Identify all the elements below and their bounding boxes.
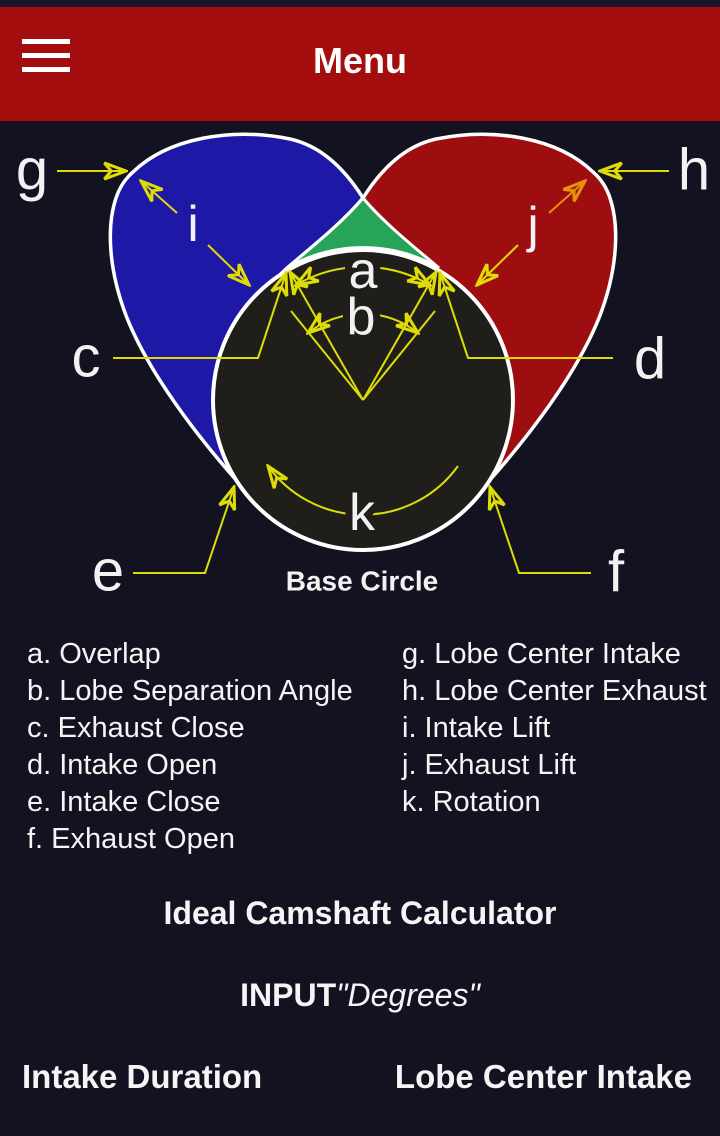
- legend-item-e: e. Intake Close: [27, 786, 221, 818]
- arrow-j-exhaust-lift-upper: [548, 181, 585, 214]
- marker-letter-f: f: [608, 540, 625, 605]
- arrow-c-exhaust-close: [113, 273, 286, 359]
- hamburger-menu-icon[interactable]: [22, 39, 72, 83]
- fan-line-intake-axis: [290, 310, 364, 401]
- marker-letter-g: g: [16, 138, 48, 203]
- fan-line-right-flank: [362, 272, 436, 401]
- marker-letter-d: d: [634, 327, 666, 392]
- arrow-j-exhaust-lift-lower: [477, 244, 519, 285]
- legend-item-h: h. Lobe Center Exhaust: [402, 675, 707, 707]
- legend-item-i: i. Intake Lift: [402, 712, 551, 744]
- marker-letter-b: b: [347, 288, 376, 346]
- marker-letter-j: j: [525, 197, 538, 253]
- input-unit-label: "Degrees": [336, 977, 480, 1013]
- marker-letter-i: i: [187, 196, 198, 252]
- legend-item-k: k. Rotation: [402, 786, 541, 818]
- arrow-i-intake-lift-upper: [141, 181, 178, 214]
- annotation-arrow-orange: [548, 181, 585, 214]
- legend-item-a: a. Overlap: [27, 638, 161, 670]
- arc-a-overlap: [296, 265, 430, 285]
- status-bar: [0, 0, 720, 7]
- legend-item-c: c. Exhaust Close: [27, 712, 245, 744]
- overlap-shape: [286, 195, 440, 270]
- marker-letter-c: c: [72, 325, 101, 390]
- legend-left-column: a. Overlap b. Lobe Separation Angle c. E…: [27, 636, 353, 858]
- marker-letter-e: e: [92, 539, 124, 604]
- legend-item-g: g. Lobe Center Intake: [402, 638, 681, 670]
- arc-k-rotation: [268, 466, 459, 516]
- marker-letter-h: h: [678, 138, 710, 203]
- lobe-center-intake-label: Lobe Center Intake: [394, 1058, 692, 1095]
- calculator-title: Ideal Camshaft Calculator: [163, 895, 557, 931]
- legend-item-b: b. Lobe Separation Angle: [27, 675, 353, 707]
- arrow-i-intake-lift-lower: [207, 244, 249, 285]
- input-section-header: INPUT"Degrees": [0, 977, 720, 1014]
- input-label: INPUT: [240, 977, 337, 1013]
- legend-item-j: j. Exhaust Lift: [402, 749, 577, 781]
- base-circle-caption: Base Circle: [286, 566, 439, 597]
- marker-letter-k: k: [349, 484, 376, 542]
- app-bar: Menu: [0, 7, 720, 121]
- marker-letter-a: a: [349, 242, 378, 300]
- legend-item-d: d. Intake Open: [27, 749, 218, 781]
- arrow-e-intake-close: [133, 487, 234, 574]
- page-title: Menu: [313, 40, 407, 81]
- legend-item-f: f. Exhaust Open: [27, 823, 235, 855]
- cam-lobe-diagram: g h c d e f i j a b k Base Circle: [16, 132, 710, 605]
- fan-line-exhaust-axis: [362, 310, 436, 401]
- fan-line-left-flank: [290, 272, 364, 401]
- legend-right-column: g. Lobe Center Intake h. Lobe Center Exh…: [402, 636, 707, 821]
- annotation-arrows: [57, 171, 669, 574]
- intake-duration-label: Intake Duration: [22, 1058, 263, 1095]
- arrow-d-intake-open: [440, 273, 613, 359]
- arrow-f-exhaust-open: [490, 487, 591, 574]
- arc-b-lobe-separation: [308, 314, 418, 333]
